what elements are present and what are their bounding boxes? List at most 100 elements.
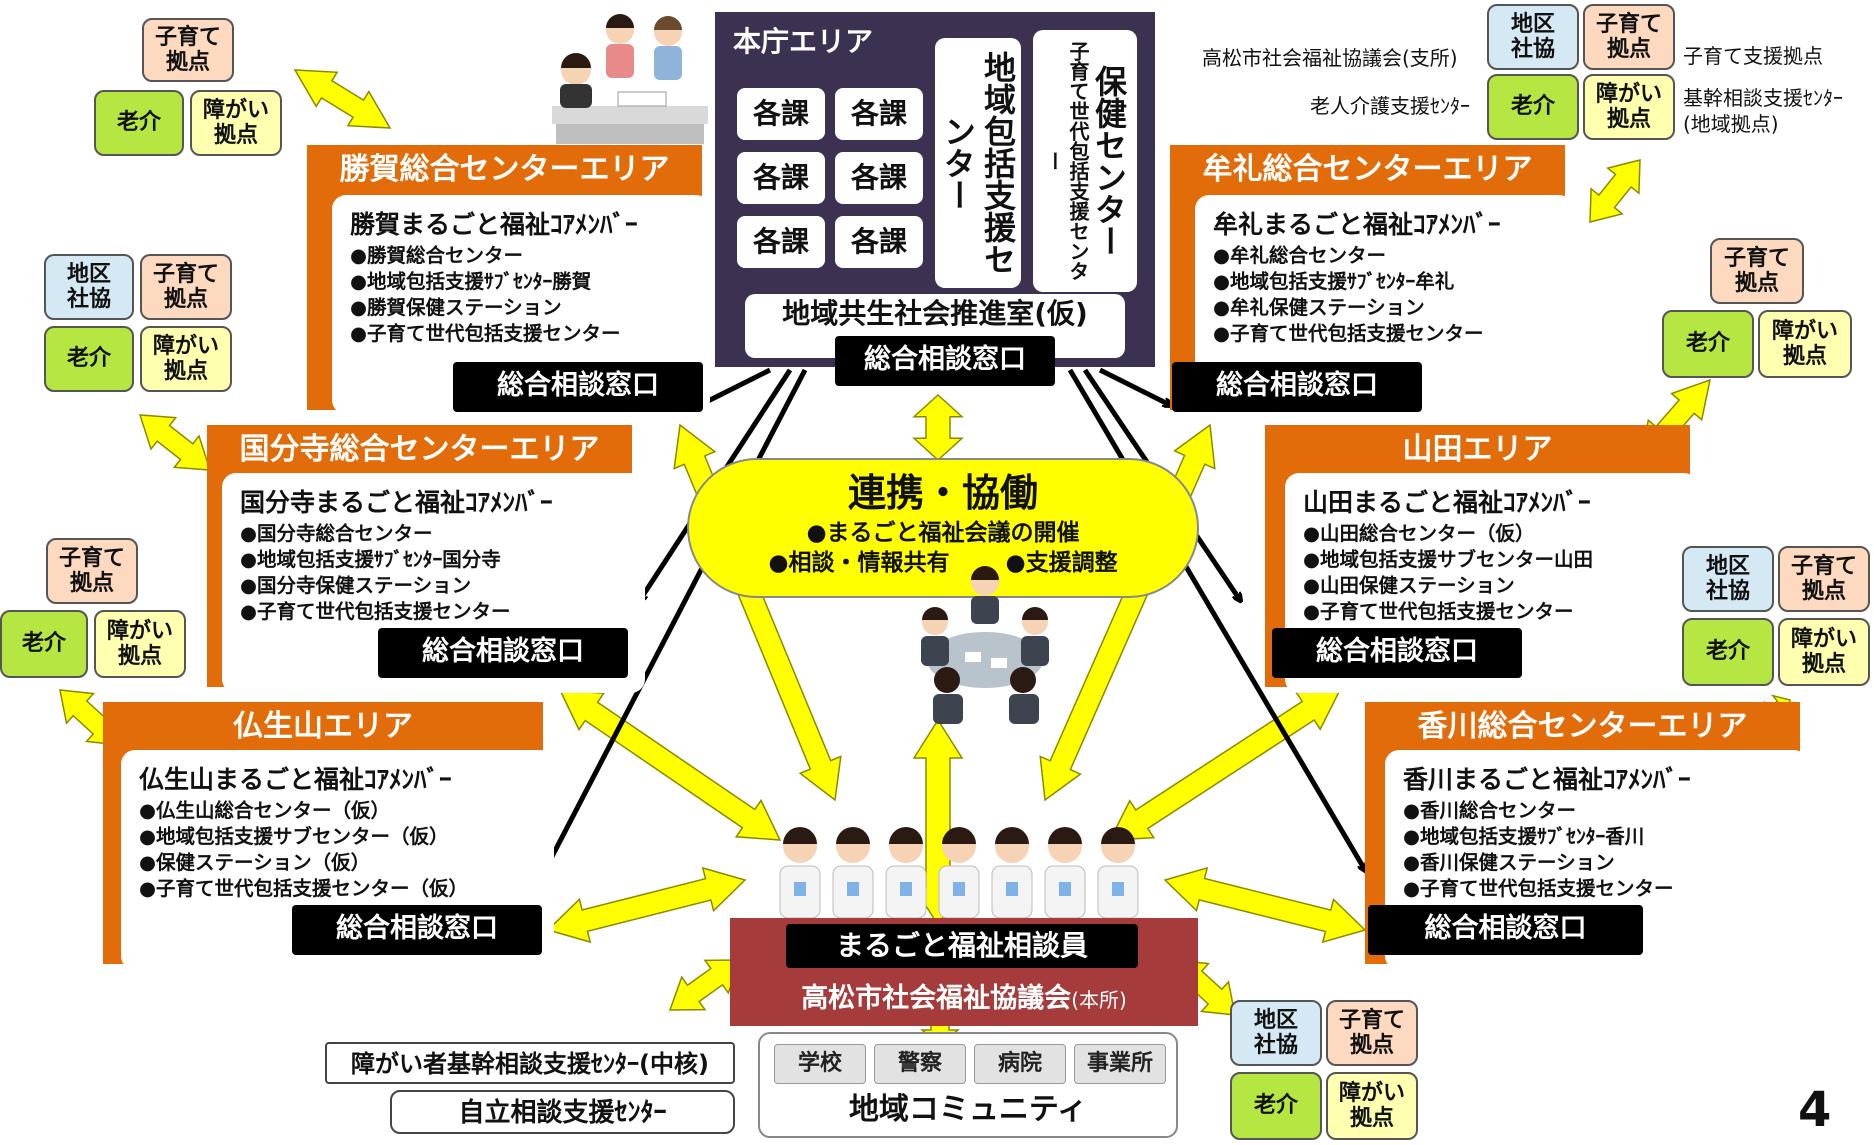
collab-title: 連携・協働 [847,471,1038,515]
member-item: ●地域包括支援ｻﾌﾞｾﾝﾀｰ国分寺 [240,548,501,571]
hoken-sub-label: 子育て世代包括支援センター [1042,41,1090,281]
collab-line2b: ●支援調整 [1005,550,1118,576]
member-item: ●子育て世代包括支援センター [1403,877,1674,900]
area-kagawa-window: 総合相談窓口 [1368,905,1643,955]
legend-kosodate: 子育て支援拠点 [1683,44,1823,68]
reception-illustration [552,14,708,144]
jiritsu-center-box: 自立相談支援ｾﾝﾀｰ [390,1090,735,1134]
member-item: ●牟礼保健ステーション [1213,296,1425,319]
community-box: 学校 警察 病院 事業所 地域コミュニティ [758,1032,1178,1138]
kaka-box-1: 各課 [737,88,825,140]
badge-kosodate: 子育て 拠点 [140,254,232,320]
badge-shogai: 障がい 拠点 [1758,310,1852,378]
page-number: 4 [1798,1082,1832,1138]
area-kagawa-title: 香川総合センターエリア [1417,709,1748,744]
member-item: ●地域包括支援ｻﾌﾞｾﾝﾀｰ牟礼 [1213,270,1455,293]
area-yamada-title: 山田エリア [1402,432,1553,467]
counselor-title: まるごと福祉相談員 [786,924,1138,968]
hq-area: 本庁エリア 各課 各課 各課 各課 各課 各課 地域包括支援センター 保健センタ… [715,12,1155,367]
staff-person [832,827,874,919]
badge-shogai: 障がい 拠点 [1326,1072,1418,1140]
badge-shogai: 障がい 拠点 [1778,618,1870,686]
kaka-box-3: 各課 [737,152,825,204]
badge-rokai: 老介 [1682,618,1774,686]
member-item: ●香川保健ステーション [1403,851,1615,874]
collab-bubble: 連携・協働 ●まるごと福祉会議の開催 ●相談・情報共有 ●支援調整 [687,458,1199,598]
member-item: ●保健ステーション（仮） [139,851,371,874]
badge-kosodate: 子育て 拠点 [1326,1000,1418,1066]
badge-kosodate: 子育て 拠点 [142,18,234,82]
member-item: ●地域包括支援ｻﾌﾞｾﾝﾀｰ香川 [1403,825,1645,848]
area-kokubunji-window: 総合相談窓口 [378,628,628,678]
yellow-double-arrow [546,866,747,944]
badge-chiku: 地区 社協 [1487,4,1579,70]
member-item: ●子育て世代包括支援センター [240,600,511,623]
member-item: ●仏生山総合センター（仮） [139,799,391,822]
member-item: ●子育て世代包括支援センター（仮） [139,877,469,900]
member-item: ●牟礼総合センター [1213,244,1387,267]
community-item-hospital: 病院 [974,1044,1066,1084]
member-item: ●勝賀総合センター [350,244,524,267]
area-mure-window: 総合相談窓口 [1172,362,1422,412]
hoken-center-box: 保健センター 子育て世代包括支援センター [1033,30,1137,292]
yellow-double-arrow [912,393,964,462]
badge-chiku: 地区 社協 [1230,1000,1322,1066]
badge-shogai: 障がい 拠点 [190,90,282,156]
office-box: 地域共生社会推進室(仮) [745,294,1125,358]
badge-kosodate: 子育て 拠点 [46,538,138,604]
badge-rokai: 老介 [1662,310,1754,378]
counselor-org: 高松市社会福祉協議会 [801,983,1072,1014]
community-item-business: 事業所 [1074,1044,1166,1084]
badge-kosodate: 子育て 拠点 [1583,4,1675,70]
area-katsuga-window: 総合相談窓口 [453,362,703,412]
staff-person [1097,827,1139,919]
social-council-box: まるごと福祉相談員 高松市社会福祉協議会(本所) [730,918,1198,1026]
badge-kosodate: 子育て 拠点 [1710,238,1804,304]
badge-kosodate: 子育て 拠点 [1778,546,1870,612]
member-item: ●香川総合センター [1403,799,1577,822]
yellow-double-arrow [293,69,392,129]
area-yamada-window: 総合相談窓口 [1272,628,1522,678]
member-item: ●子育て世代包括支援センター [350,322,621,345]
collab-line2: ●相談・情報共有 ●支援調整 [689,548,1197,578]
member-item: ●勝賀保健ステーション [350,296,562,319]
members-title: 香川まるごと福祉ｺｱﾒﾝﾊﾞｰ [1403,765,1691,794]
hq-consult-window: 総合相談窓口 [835,336,1055,386]
member-item: ●地域包括支援サブセンター山田 [1303,548,1594,571]
meeting-illustration [921,566,1049,724]
area-busshozan-window: 総合相談窓口 [292,905,542,955]
kaka-box-6: 各課 [835,216,923,268]
legend-rojin: 老人介護支援ｾﾝﾀｰ [1310,94,1470,118]
badge-chiku: 地区 社協 [44,254,134,320]
black-arrow [1098,367,1170,405]
member-item: ●地域包括支援サブセンター（仮） [139,825,449,848]
members-title: 勝賀まるごと福祉ｺｱﾒﾝﾊﾞｰ [350,210,638,239]
black-arrow [545,368,808,870]
member-item: ●国分寺総合センター [240,522,433,545]
badge-rokai: 老介 [1487,74,1579,140]
kaka-box-4: 各課 [835,152,923,204]
member-item: ●山田総合センター（仮） [1303,522,1535,545]
members-title: 牟礼まるごと福祉ｺｱﾒﾝﾊﾞｰ [1213,210,1501,239]
legend-shisho: 高松市社会福祉協議会(支所) [1202,46,1458,70]
badge-rokai: 老介 [44,326,134,392]
member-item: ●山田保健ステーション [1303,574,1515,597]
staff-illustration [779,827,1139,919]
chiiki-center-label: 地域包括支援センター [939,51,1017,275]
legend-kikan: 基幹相談支援ｾﾝﾀｰ [1683,86,1843,110]
members-title: 国分寺まるごと福祉ｺｱﾒﾝﾊﾞｰ [240,488,553,517]
black-arrow [700,367,772,405]
yellow-double-arrow [138,414,212,471]
chiiki-center-box: 地域包括支援センター [935,38,1021,288]
badge-shogai: 障がい 拠点 [1583,74,1675,140]
core-center-box: 障がい者基幹相談支援ｾﾝﾀｰ(中核) [325,1042,735,1084]
badge-rokai: 老介 [0,610,88,678]
black-arrow [1067,368,1365,870]
kaka-box-2: 各課 [835,88,923,140]
yellow-double-arrow [1589,159,1641,223]
yellow-double-arrow [558,689,782,841]
members-title: 山田まるごと福祉ｺｱﾒﾝﾊﾞｰ [1303,488,1591,517]
office-label: 地域共生社会推進室(仮) [782,297,1088,330]
staff-person [1044,827,1086,919]
community-title: 地域コミュニティ [848,1092,1088,1127]
